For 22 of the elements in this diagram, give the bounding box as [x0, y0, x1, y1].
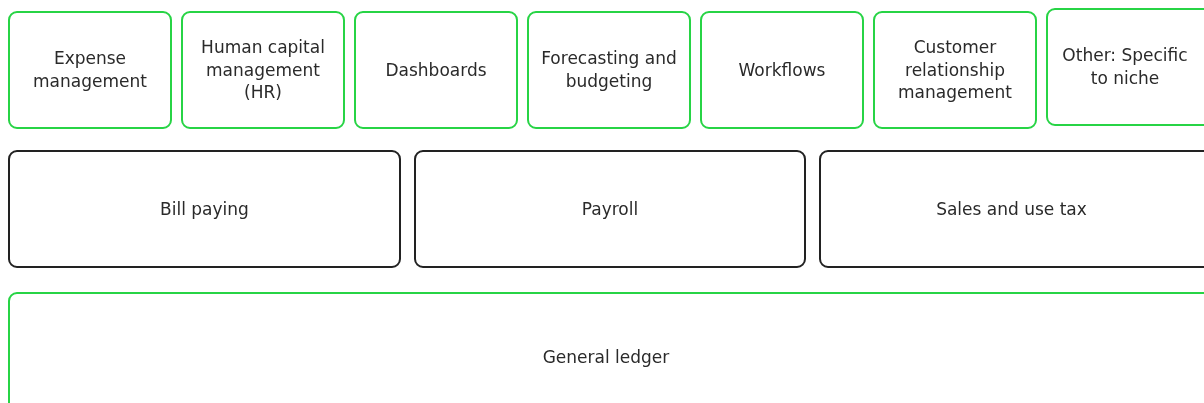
box-label: Payroll: [581, 197, 639, 221]
box-label: Dashboards: [385, 58, 487, 82]
box-label: General ledger: [542, 345, 670, 369]
box-label: Sales and use tax: [936, 197, 1087, 221]
category-box: [1046, 8, 1204, 126]
box-label: Other: Specific to niche: [1061, 44, 1189, 90]
category-box: [8, 292, 1204, 403]
category-box: [354, 11, 518, 129]
box-label: Forecasting and budgeting: [540, 47, 678, 93]
box-label: Customer relationship management: [897, 35, 1013, 105]
category-box: [819, 150, 1204, 268]
category-box: [873, 11, 1037, 129]
box-label: Expense management: [32, 47, 148, 93]
category-box: [8, 150, 401, 268]
category-box: [700, 11, 864, 129]
box-label: Human capital management (HR): [200, 35, 326, 105]
category-box: [527, 11, 691, 129]
category-box: [8, 11, 172, 129]
category-box: [414, 150, 806, 268]
box-label: Bill paying: [160, 197, 249, 221]
category-box: [181, 11, 345, 129]
box-label: Workflows: [738, 58, 826, 82]
